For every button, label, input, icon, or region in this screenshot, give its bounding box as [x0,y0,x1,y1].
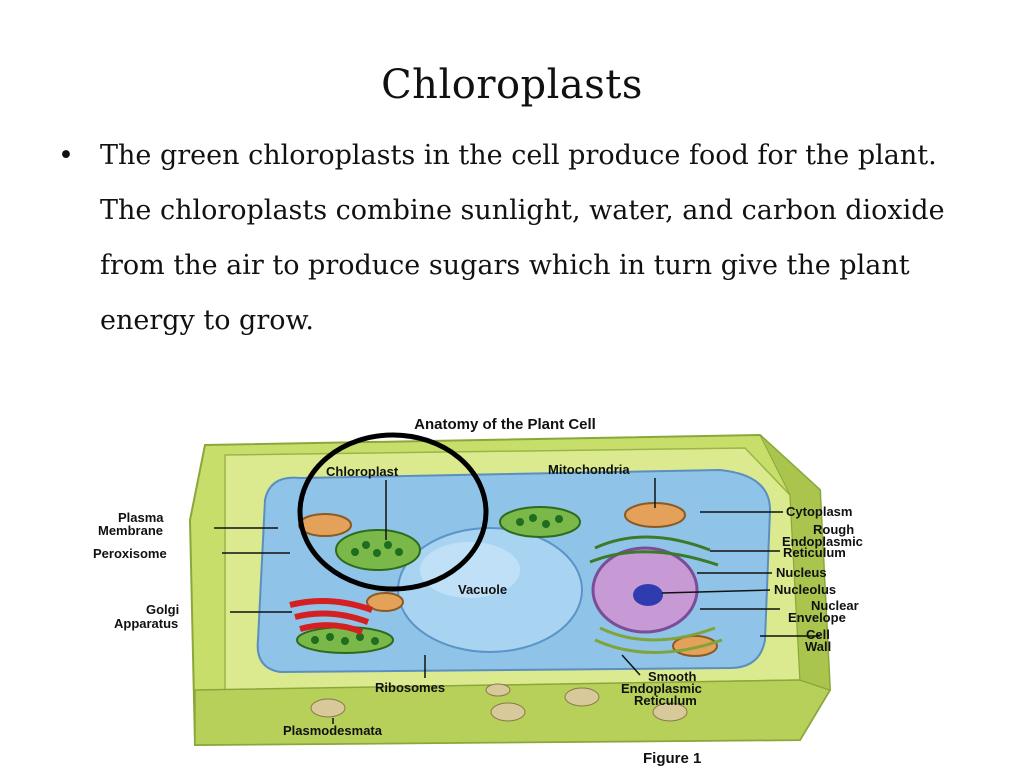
figure-title: Anatomy of the Plant Cell [414,416,596,433]
label-golgi-1: Golgi [146,602,179,617]
label-nuclear-envelope-2: Envelope [788,610,846,625]
plasmodesmata [310,683,688,722]
label-mitochondria: Mitochondria [548,462,630,477]
leader-lines [214,478,820,724]
label-cell-wall-1: Cell [806,627,830,642]
label-smooth-er-1: Smooth [648,669,696,684]
label-nuclear-envelope-1: Nuclear [811,598,859,613]
label-rough-er-1: Rough [813,522,854,537]
label-cell-wall-2: Wall [805,639,831,654]
endoplasmic-reticulum [589,535,723,654]
label-plasma-membrane-1: Plasma [118,510,164,525]
bullet-dot: • [58,140,74,171]
label-golgi-2: Apparatus [114,616,178,631]
chloroplast [335,529,421,571]
chloroplast [296,626,394,654]
label-nucleolus: Nucleolus [774,582,836,597]
highlight-circle [297,432,489,592]
label-vacuole: Vacuole [458,582,507,597]
label-chloroplast: Chloroplast [326,464,399,479]
figure-caption: Figure 1 [643,750,701,767]
golgi-apparatus [289,598,374,635]
label-plasma-membrane-2: Membrane [98,523,163,538]
slide-title: Chloroplasts [381,62,643,108]
mitochondrion [298,513,352,537]
label-ribosomes: Ribosomes [375,680,445,695]
label-peroxisome: Peroxisome [93,546,167,561]
label-smooth-er-2: Endoplasmic [621,681,702,696]
label-cytoplasm: Cytoplasm [786,504,852,519]
chloroplast [499,506,581,538]
bullet-item: • The green chloroplasts in the cell pro… [58,128,988,348]
mitochondrion [366,592,404,612]
nucleolus [633,584,663,606]
label-plasmodesmata: Plasmodesmata [283,723,383,738]
label-rough-er-3: Reticulum [783,545,846,560]
label-smooth-er-3: Reticulum [634,693,697,708]
label-rough-er-2: Endoplasmic [782,534,863,549]
plant-cell-diagram: Anatomy of the Plant Cell [93,416,863,767]
label-nucleus: Nucleus [776,565,827,580]
bullet-text: The green chloroplasts in the cell produ… [100,140,945,336]
